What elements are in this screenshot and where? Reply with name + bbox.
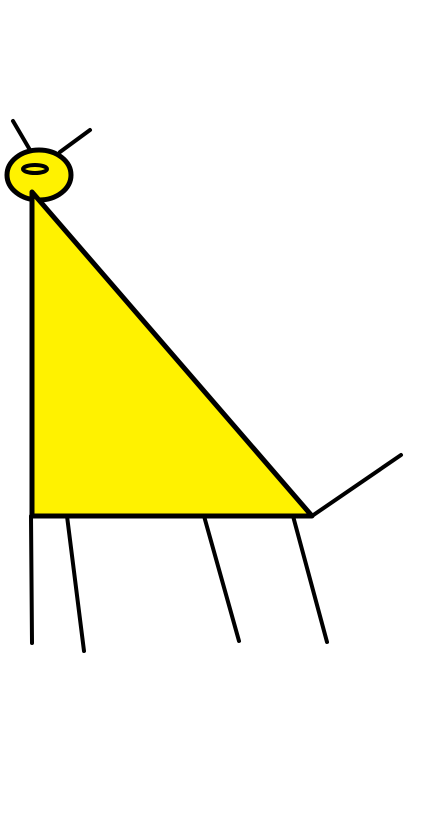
- leg-3: [202, 514, 241, 643]
- leg-4: [291, 514, 329, 644]
- head-circle: [4, 147, 74, 203]
- legs: [29, 514, 329, 653]
- right-antenna: [58, 128, 92, 154]
- head: [4, 119, 92, 203]
- tail: [310, 453, 403, 518]
- left-antenna: [11, 119, 32, 152]
- eye: [21, 163, 49, 175]
- leg-1: [29, 514, 34, 645]
- leg-2: [65, 514, 86, 653]
- triangle-body: [29, 189, 315, 519]
